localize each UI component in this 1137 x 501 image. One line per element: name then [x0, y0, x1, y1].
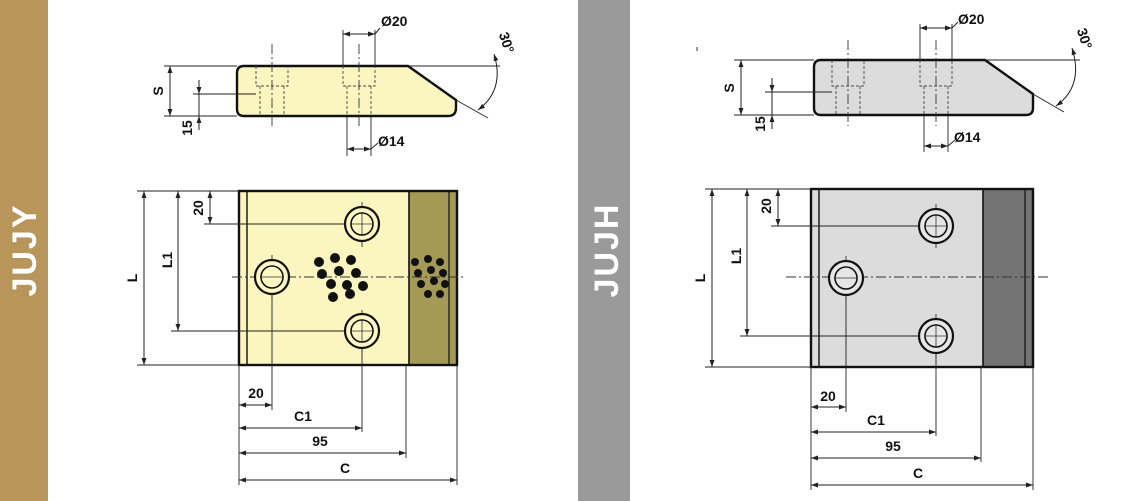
dim-l1: L1: [159, 252, 175, 269]
graphite-plugs-plate: [314, 253, 368, 302]
product-label-jujh: JUJH: [588, 203, 626, 298]
side-band-jujy: [0, 0, 48, 501]
side-view-body: [235, 64, 458, 118]
dim-top-20: 20: [758, 198, 774, 214]
dim-s: S: [150, 86, 166, 95]
graphite-plugs-wear-plate: [411, 255, 449, 298]
panel-jujh: JUJH Ø20 Ø14 S: [578, 0, 1096, 501]
dim-d14: Ø14: [378, 133, 405, 149]
mounting-hole: [343, 312, 381, 350]
dim-angle: 30°: [1074, 26, 1096, 51]
dim-d20: Ø20: [958, 11, 985, 27]
mounting-hole: [343, 205, 381, 243]
dim-c: C: [340, 460, 350, 476]
mounting-hole: [917, 207, 955, 245]
side-view-body: [812, 58, 1035, 117]
dim-c: C: [913, 465, 923, 481]
dim-h15: 15: [179, 120, 195, 136]
dim-l: L: [124, 273, 140, 282]
mounting-hole: [253, 258, 291, 296]
mounting-hole: [917, 317, 955, 355]
plan-view-jujy: L L1 20 20 C1 95 C: [124, 189, 465, 485]
mounting-hole: [827, 259, 865, 297]
dim-h15: 15: [752, 116, 768, 132]
dim-s: S: [721, 83, 737, 92]
dim-bottom-20: 20: [248, 385, 264, 401]
dim-c1: C1: [294, 408, 312, 424]
dim-95: 95: [312, 433, 328, 449]
side-view-jujh: Ø20 Ø14 S 15 30°: [696, 11, 1096, 152]
dim-top-20: 20: [190, 200, 206, 216]
plate-outline: [237, 189, 459, 367]
dim-d20: Ø20: [381, 13, 408, 29]
dim-c1: C1: [867, 412, 885, 428]
plate-outline: [809, 187, 1035, 369]
dim-bottom-20: 20: [820, 388, 836, 404]
side-band-jujh: [578, 0, 630, 501]
panel-jujy: JUJY Ø20 Ø14 S: [0, 0, 518, 501]
plan-view-jujh: L L1 20 20 C1 95 C: [692, 187, 1048, 490]
product-label-jujy: JUJY: [6, 203, 44, 296]
side-view-jujy: Ø20 Ø14 S 15 30°: [150, 13, 518, 156]
dim-l: L: [692, 273, 708, 282]
dim-angle: 30°: [496, 30, 518, 55]
dim-l1: L1: [728, 248, 744, 265]
dim-95: 95: [885, 438, 901, 454]
dim-d14: Ø14: [954, 129, 981, 145]
